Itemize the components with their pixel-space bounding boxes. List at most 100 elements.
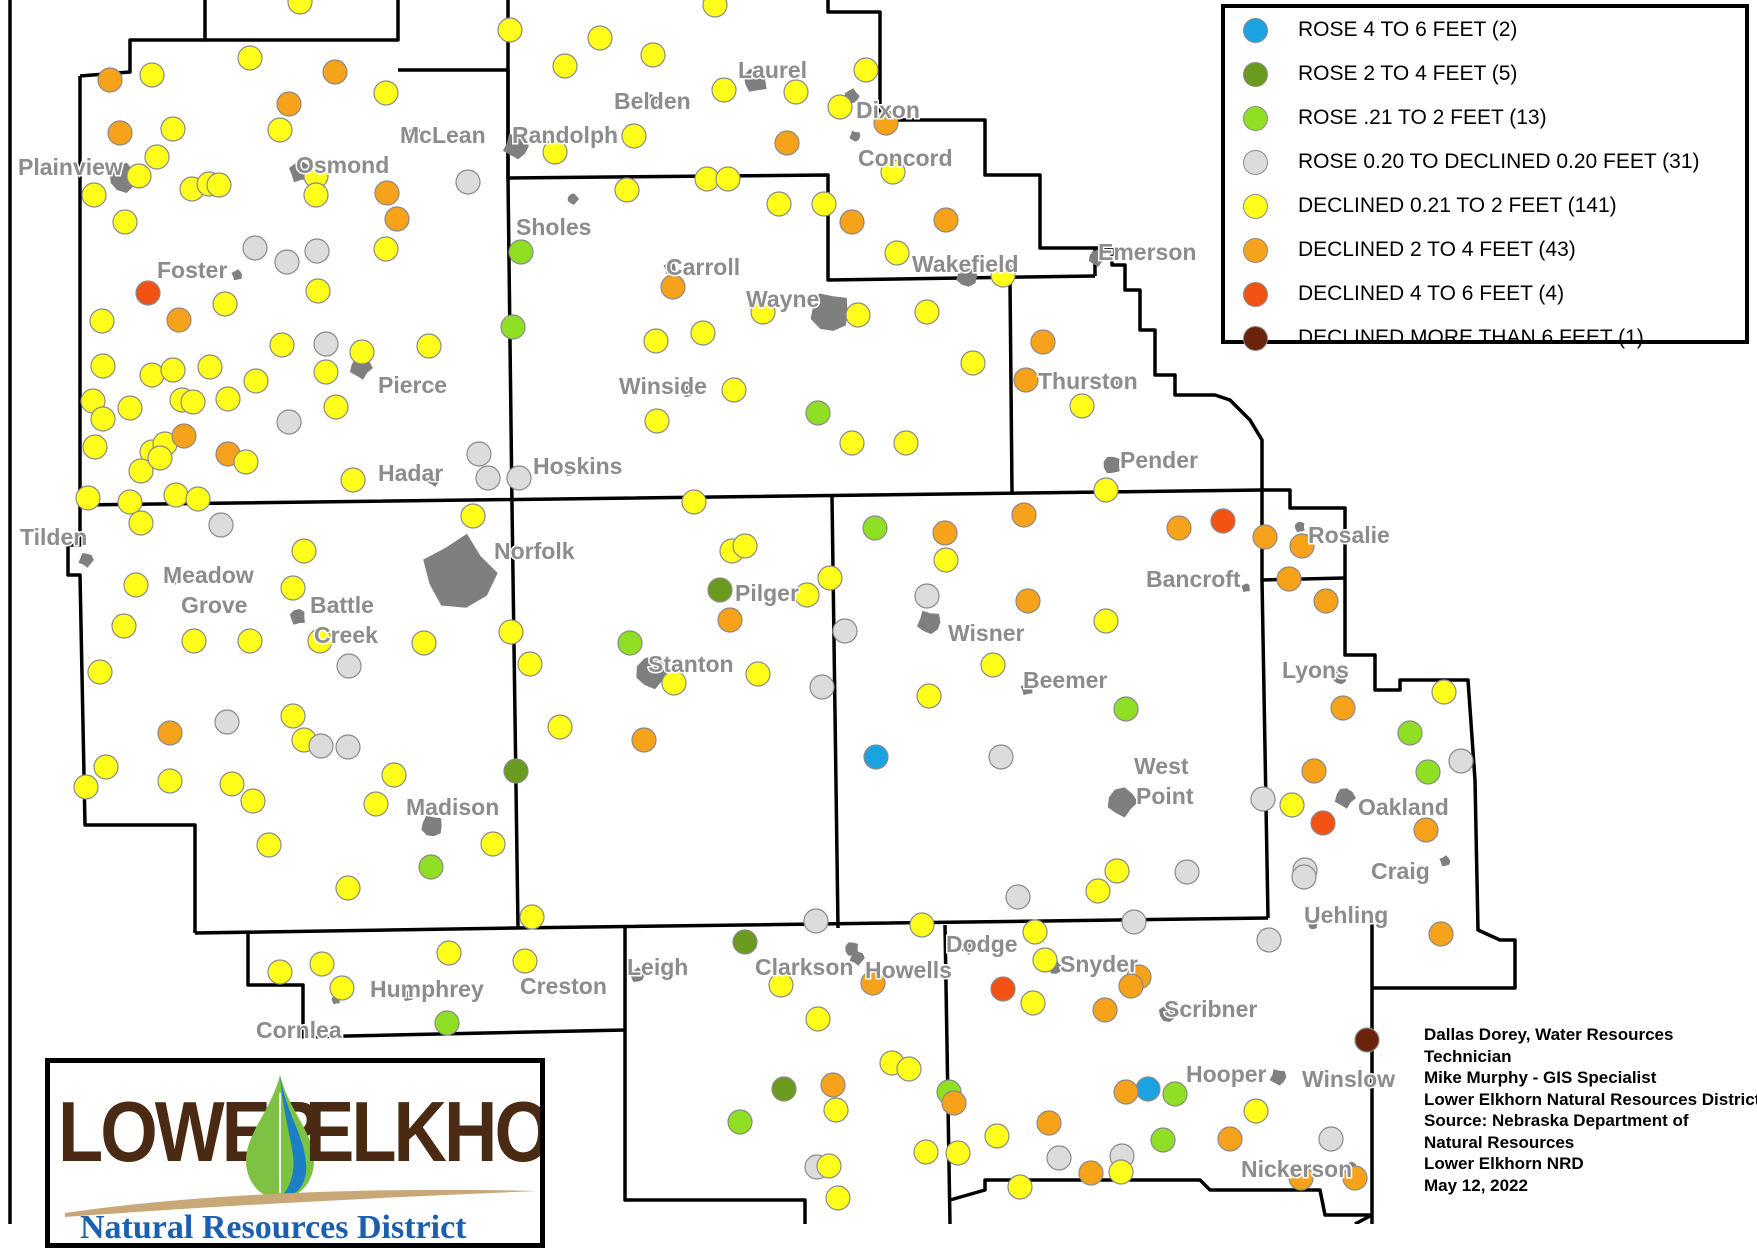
well-marker [547, 714, 573, 740]
county-border [949, 1178, 1372, 1217]
well-marker [123, 572, 149, 598]
well-marker [1431, 679, 1457, 705]
well-marker [276, 91, 302, 117]
town-label: Clarkson [755, 954, 853, 980]
town-label: Bancroft [1146, 566, 1241, 592]
well-marker [503, 758, 529, 784]
town-shape [423, 533, 498, 608]
well-marker [500, 314, 526, 340]
well-marker [914, 299, 940, 325]
well-marker [1162, 1081, 1188, 1107]
legend-label: DECLINED 0.21 TO 2 FEET (141) [1298, 194, 1617, 217]
town-shape [1159, 1003, 1178, 1022]
town-shape [1241, 583, 1250, 593]
town-label: Carroll [666, 254, 740, 280]
well-marker [732, 533, 758, 559]
well-marker [690, 320, 716, 346]
town-label: Madison [406, 794, 499, 820]
credit-line: Technician [1424, 1046, 1512, 1066]
well-marker [1301, 758, 1327, 784]
well-marker [90, 406, 116, 432]
well-marker [1093, 477, 1119, 503]
town-label: Humphrey [370, 976, 484, 1002]
town-label: Concord [858, 145, 953, 171]
well-marker [1288, 1165, 1314, 1191]
well-marker [1217, 1126, 1243, 1152]
town-label: Wayne [746, 286, 819, 312]
well-marker [896, 1056, 922, 1082]
well-marker [97, 67, 123, 93]
well-marker [276, 409, 302, 435]
well-marker [1032, 947, 1058, 973]
well-marker [880, 159, 906, 185]
well-marker [498, 619, 524, 645]
well-marker [128, 510, 154, 536]
well-marker [839, 430, 865, 456]
well-marker [506, 465, 532, 491]
legend-swatch [1243, 281, 1268, 307]
well-marker [884, 240, 910, 266]
town-shape [956, 265, 978, 287]
town-shape [1269, 1069, 1287, 1086]
well-marker [766, 191, 792, 217]
county-border [194, 916, 1269, 935]
well-marker [1104, 858, 1130, 884]
well-marker [707, 577, 733, 603]
well-marker [1013, 367, 1039, 393]
well-marker [932, 520, 958, 546]
town-shape [1088, 249, 1106, 267]
map-credits: Dallas Dorey, Water Resources Technician… [1424, 1024, 1757, 1196]
well-marker [825, 1185, 851, 1211]
well-marker [980, 652, 1006, 678]
well-marker [1121, 909, 1147, 935]
town-shape [849, 951, 865, 966]
well-marker [853, 57, 879, 83]
well-marker [909, 912, 935, 938]
well-marker [587, 25, 613, 51]
well-marker [643, 328, 669, 354]
well-marker [269, 332, 295, 358]
well-marker [147, 445, 173, 471]
well-marker [1243, 1098, 1269, 1124]
well-marker [1108, 1159, 1134, 1185]
legend-label: DECLINED 4 TO 6 FEET (4) [1298, 282, 1565, 305]
water-drop-leaf-icon [246, 1075, 314, 1199]
legend-item: DECLINED 2 TO 4 FEET (43) [1243, 230, 1757, 270]
well-marker [711, 77, 737, 103]
county-border [623, 1030, 807, 1224]
legend-swatch [1243, 193, 1268, 219]
well-marker [89, 308, 115, 334]
town-label: Cornlea [256, 1017, 342, 1043]
well-marker [111, 613, 137, 639]
well-marker [1011, 502, 1037, 528]
legend-label: ROSE .21 TO 2 FEET (13) [1298, 106, 1547, 129]
well-marker [1252, 524, 1278, 550]
credit-line: Natural Resources [1424, 1132, 1575, 1152]
well-marker [256, 832, 282, 858]
legend-label: DECLINED 2 TO 4 FEET (43) [1298, 238, 1576, 261]
well-marker [1318, 1126, 1344, 1152]
well-marker [418, 854, 444, 880]
well-marker [660, 274, 686, 300]
town-shape [1103, 456, 1120, 474]
well-marker [139, 362, 165, 388]
town-label: Winside [619, 373, 707, 399]
town-shape [1107, 787, 1138, 818]
town-label: Dodge [946, 931, 1018, 957]
well-marker [519, 904, 545, 930]
well-marker [1022, 919, 1048, 945]
town-label: Leigh [627, 954, 688, 980]
well-marker [721, 377, 747, 403]
well-marker [309, 951, 335, 977]
well-marker [87, 659, 113, 685]
legend-label: ROSE 2 TO 4 FEET (5) [1298, 62, 1518, 85]
well-marker [1113, 696, 1139, 722]
well-marker [990, 262, 1016, 288]
well-marker [845, 302, 871, 328]
well-marker [803, 908, 829, 934]
well-marker [945, 1140, 971, 1166]
town-shape [1347, 1076, 1355, 1084]
town-shape [1334, 788, 1356, 809]
well-marker [373, 236, 399, 262]
